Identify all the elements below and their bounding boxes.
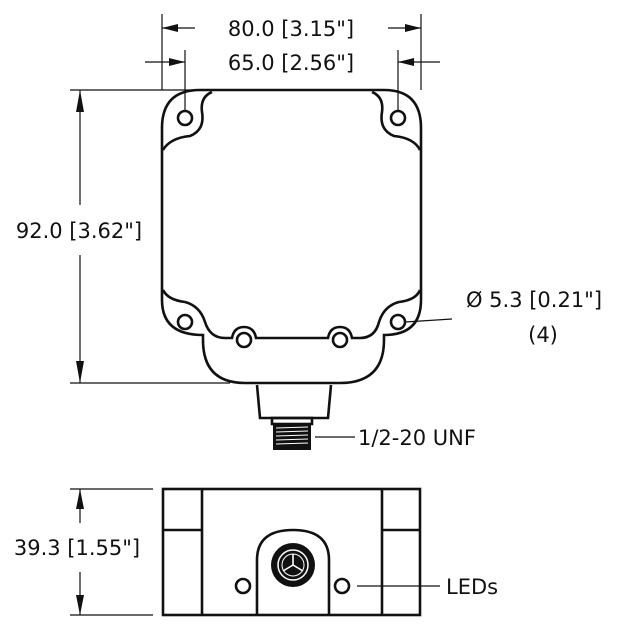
connector-housing xyxy=(255,528,331,615)
mounting-hole-icon xyxy=(176,313,194,331)
connector-neck xyxy=(255,384,333,420)
front-view: LEDs 39.3 [1.55"] xyxy=(14,487,498,617)
overall-width-label: 80.0 [3.15"] xyxy=(228,17,354,41)
mounting-hole-icon xyxy=(389,109,407,127)
connector-face-icon xyxy=(271,543,315,587)
front-body-outline xyxy=(161,487,422,617)
overall-height-label: 92.0 [3.62"] xyxy=(16,219,142,243)
led-icon xyxy=(234,577,252,595)
mounting-hole-icon xyxy=(176,109,194,127)
threaded-connector-icon xyxy=(270,416,314,450)
center-hole-icon xyxy=(331,331,349,349)
led-icon xyxy=(333,577,351,595)
hole-count-label: (4) xyxy=(528,323,558,347)
hole-diameter-label: Ø 5.3 [0.21"] xyxy=(466,288,602,312)
thread-label: 1/2-20 UNF xyxy=(358,426,476,450)
leds-label: LEDs xyxy=(446,575,498,599)
lid-outline xyxy=(161,90,422,340)
depth-label: 39.3 [1.55"] xyxy=(14,536,140,560)
center-hole-icon xyxy=(235,331,253,349)
top-view: 80.0 [3.15"] 65.0 [2.56"] 92.0 [3.62"] Ø… xyxy=(16,14,602,450)
hole-spacing-label: 65.0 [2.56"] xyxy=(228,51,354,75)
housing-outline xyxy=(160,88,423,385)
mounting-hole-icon xyxy=(389,313,407,331)
